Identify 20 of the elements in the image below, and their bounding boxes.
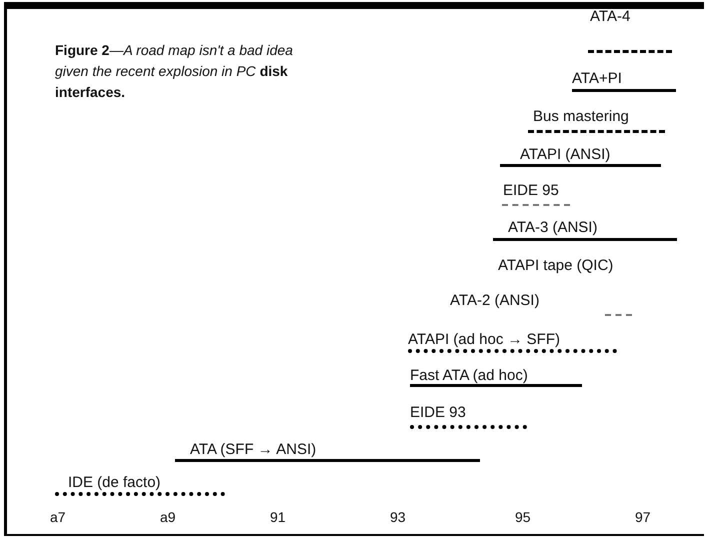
axis-tick-label: 93 (390, 509, 406, 525)
axis-tick-label: 95 (515, 509, 531, 525)
timeline-label: Bus mastering (533, 108, 629, 126)
axis-tick-label: 91 (270, 509, 286, 525)
timeline-label: ATAPI (ad hoc → SFF) (408, 331, 560, 349)
timeline-label: ATA+PI (572, 70, 622, 88)
axis-tick-label: 97 (635, 509, 651, 525)
timeline-label: ATA (SFF → ANSI) (190, 441, 316, 459)
axis-tick-label: a7 (50, 509, 66, 525)
timeline-label: EIDE 93 (410, 404, 466, 422)
timeline-label: ATAPI tape (QIC) (498, 257, 614, 275)
figure-caption: Figure 2—A road map isn't a bad idea given the recent explosion in PC disk interfaces. (55, 41, 294, 102)
timeline-label: ATA-2 (ANSI) (450, 292, 540, 310)
timeline-label: IDE (de facto) (68, 474, 161, 492)
timeline-label: Fast ATA (ad hoc) (410, 367, 528, 385)
timeline-label: ATA-4 (590, 8, 630, 26)
timeline-label: ATA-3 (ANSI) (508, 219, 598, 237)
timeline-label: ATAPI (ANSI) (520, 146, 610, 164)
axis-tick-label: a9 (160, 509, 176, 525)
timeline-label: EIDE 95 (503, 182, 559, 200)
